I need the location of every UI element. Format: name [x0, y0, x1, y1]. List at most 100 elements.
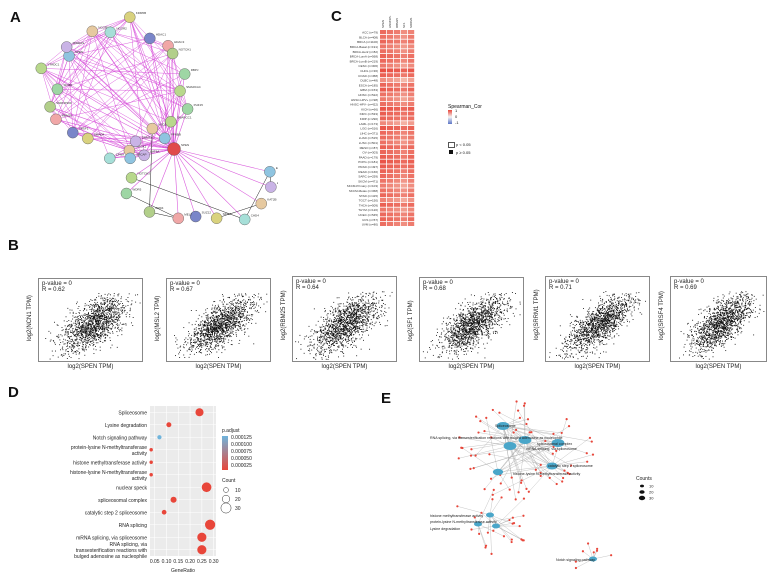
scatter-point [235, 325, 237, 327]
scatter-point [234, 321, 236, 323]
scatter-point [368, 309, 370, 310]
scatter-point [218, 320, 220, 322]
scatter-point [331, 335, 333, 337]
scatter-point [228, 309, 230, 310]
scatter-point [326, 333, 328, 335]
scatter-point [211, 329, 213, 331]
scatter-point [184, 339, 186, 341]
scatter-point [228, 307, 230, 309]
heatmap-cell [408, 183, 415, 188]
scatter-point [470, 311, 471, 313]
scatter-point [323, 336, 325, 338]
scatter-point [336, 297, 338, 299]
scatter-point [243, 320, 245, 322]
scatter-point [318, 341, 320, 343]
scatter-point [345, 305, 347, 307]
scatter-point [83, 317, 84, 319]
heatmap-cell [394, 44, 401, 49]
scatter-point [340, 337, 341, 339]
scatter-point [217, 304, 219, 306]
scatter-point [83, 340, 85, 342]
scatter-point [96, 327, 98, 329]
scatter-point [189, 347, 191, 348]
scatter-point [89, 300, 91, 302]
scatter-point [344, 316, 346, 318]
scatter-point [85, 322, 87, 324]
scatter-point [204, 336, 206, 338]
scatter-point [76, 303, 77, 305]
scatter-point [372, 305, 374, 307]
scatter-point [355, 346, 357, 348]
scatter-point [452, 337, 454, 339]
scatter-point [344, 311, 346, 313]
scatter-point [212, 330, 214, 332]
scatter-point [95, 333, 97, 334]
scatter-point [341, 342, 343, 344]
scatter-point [95, 349, 97, 351]
scatter-point [317, 336, 318, 338]
scatter-point [118, 324, 120, 326]
scatter-point [322, 330, 324, 332]
scatter-point [90, 328, 92, 330]
scatter-point [375, 308, 377, 310]
scatter-point [72, 331, 74, 333]
scatter-point [224, 323, 226, 324]
scatter-point [231, 332, 233, 334]
scatter-point [96, 322, 98, 324]
scatter-point [119, 322, 121, 324]
scatter-point [218, 318, 220, 320]
scatter-point [76, 345, 78, 347]
scatter-point [66, 340, 68, 341]
scatter-point [211, 325, 213, 327]
scatter-point [81, 324, 83, 326]
scatter-point [251, 307, 252, 309]
scatter-point [60, 349, 61, 351]
scatter-point [95, 334, 97, 335]
scatter-point [75, 323, 77, 325]
scatter-point [355, 313, 357, 315]
scatter-point [343, 344, 345, 346]
scatter-point [238, 321, 239, 323]
scatter-point [90, 304, 92, 306]
scatter-point [381, 291, 383, 293]
scatter-point [345, 309, 347, 311]
scatter-point [380, 296, 382, 298]
scatter-point [100, 307, 102, 309]
scatter-point [112, 319, 114, 321]
scatter-point [460, 319, 462, 321]
scatter-point [340, 319, 342, 320]
scatter-point [335, 309, 337, 311]
network-node [86, 25, 98, 38]
scatter-point [230, 313, 232, 314]
scatter-point [105, 312, 107, 314]
scatter-point [95, 318, 97, 320]
scatter-point [364, 321, 366, 323]
scatter-point [110, 304, 112, 306]
heatmap-cell [408, 116, 415, 121]
scatter-point [222, 315, 224, 317]
scatter-point [205, 330, 207, 331]
scatter-point [227, 319, 229, 321]
scatter-point [241, 329, 243, 331]
scatter-point [378, 314, 380, 316]
scatter-point [382, 299, 384, 301]
scatter-point [228, 306, 230, 308]
scatter-point [82, 341, 84, 343]
scatter-point [207, 315, 209, 317]
scatter-point [343, 317, 345, 319]
scatter-point [78, 339, 80, 341]
scatter-point [459, 343, 461, 345]
scatter-point [313, 338, 315, 340]
scatter-point [365, 324, 367, 326]
scatter-point [348, 311, 350, 313]
heatmap-cell [401, 159, 408, 164]
scatter-point [240, 312, 242, 314]
scatter-point [118, 315, 120, 317]
scatter-point [228, 319, 229, 321]
scatter-point [225, 328, 227, 330]
scatter-point [213, 330, 215, 332]
scatter-point [334, 320, 336, 322]
scatter-point [94, 334, 96, 336]
scatter-point [465, 329, 467, 331]
scatter-point [337, 320, 339, 322]
